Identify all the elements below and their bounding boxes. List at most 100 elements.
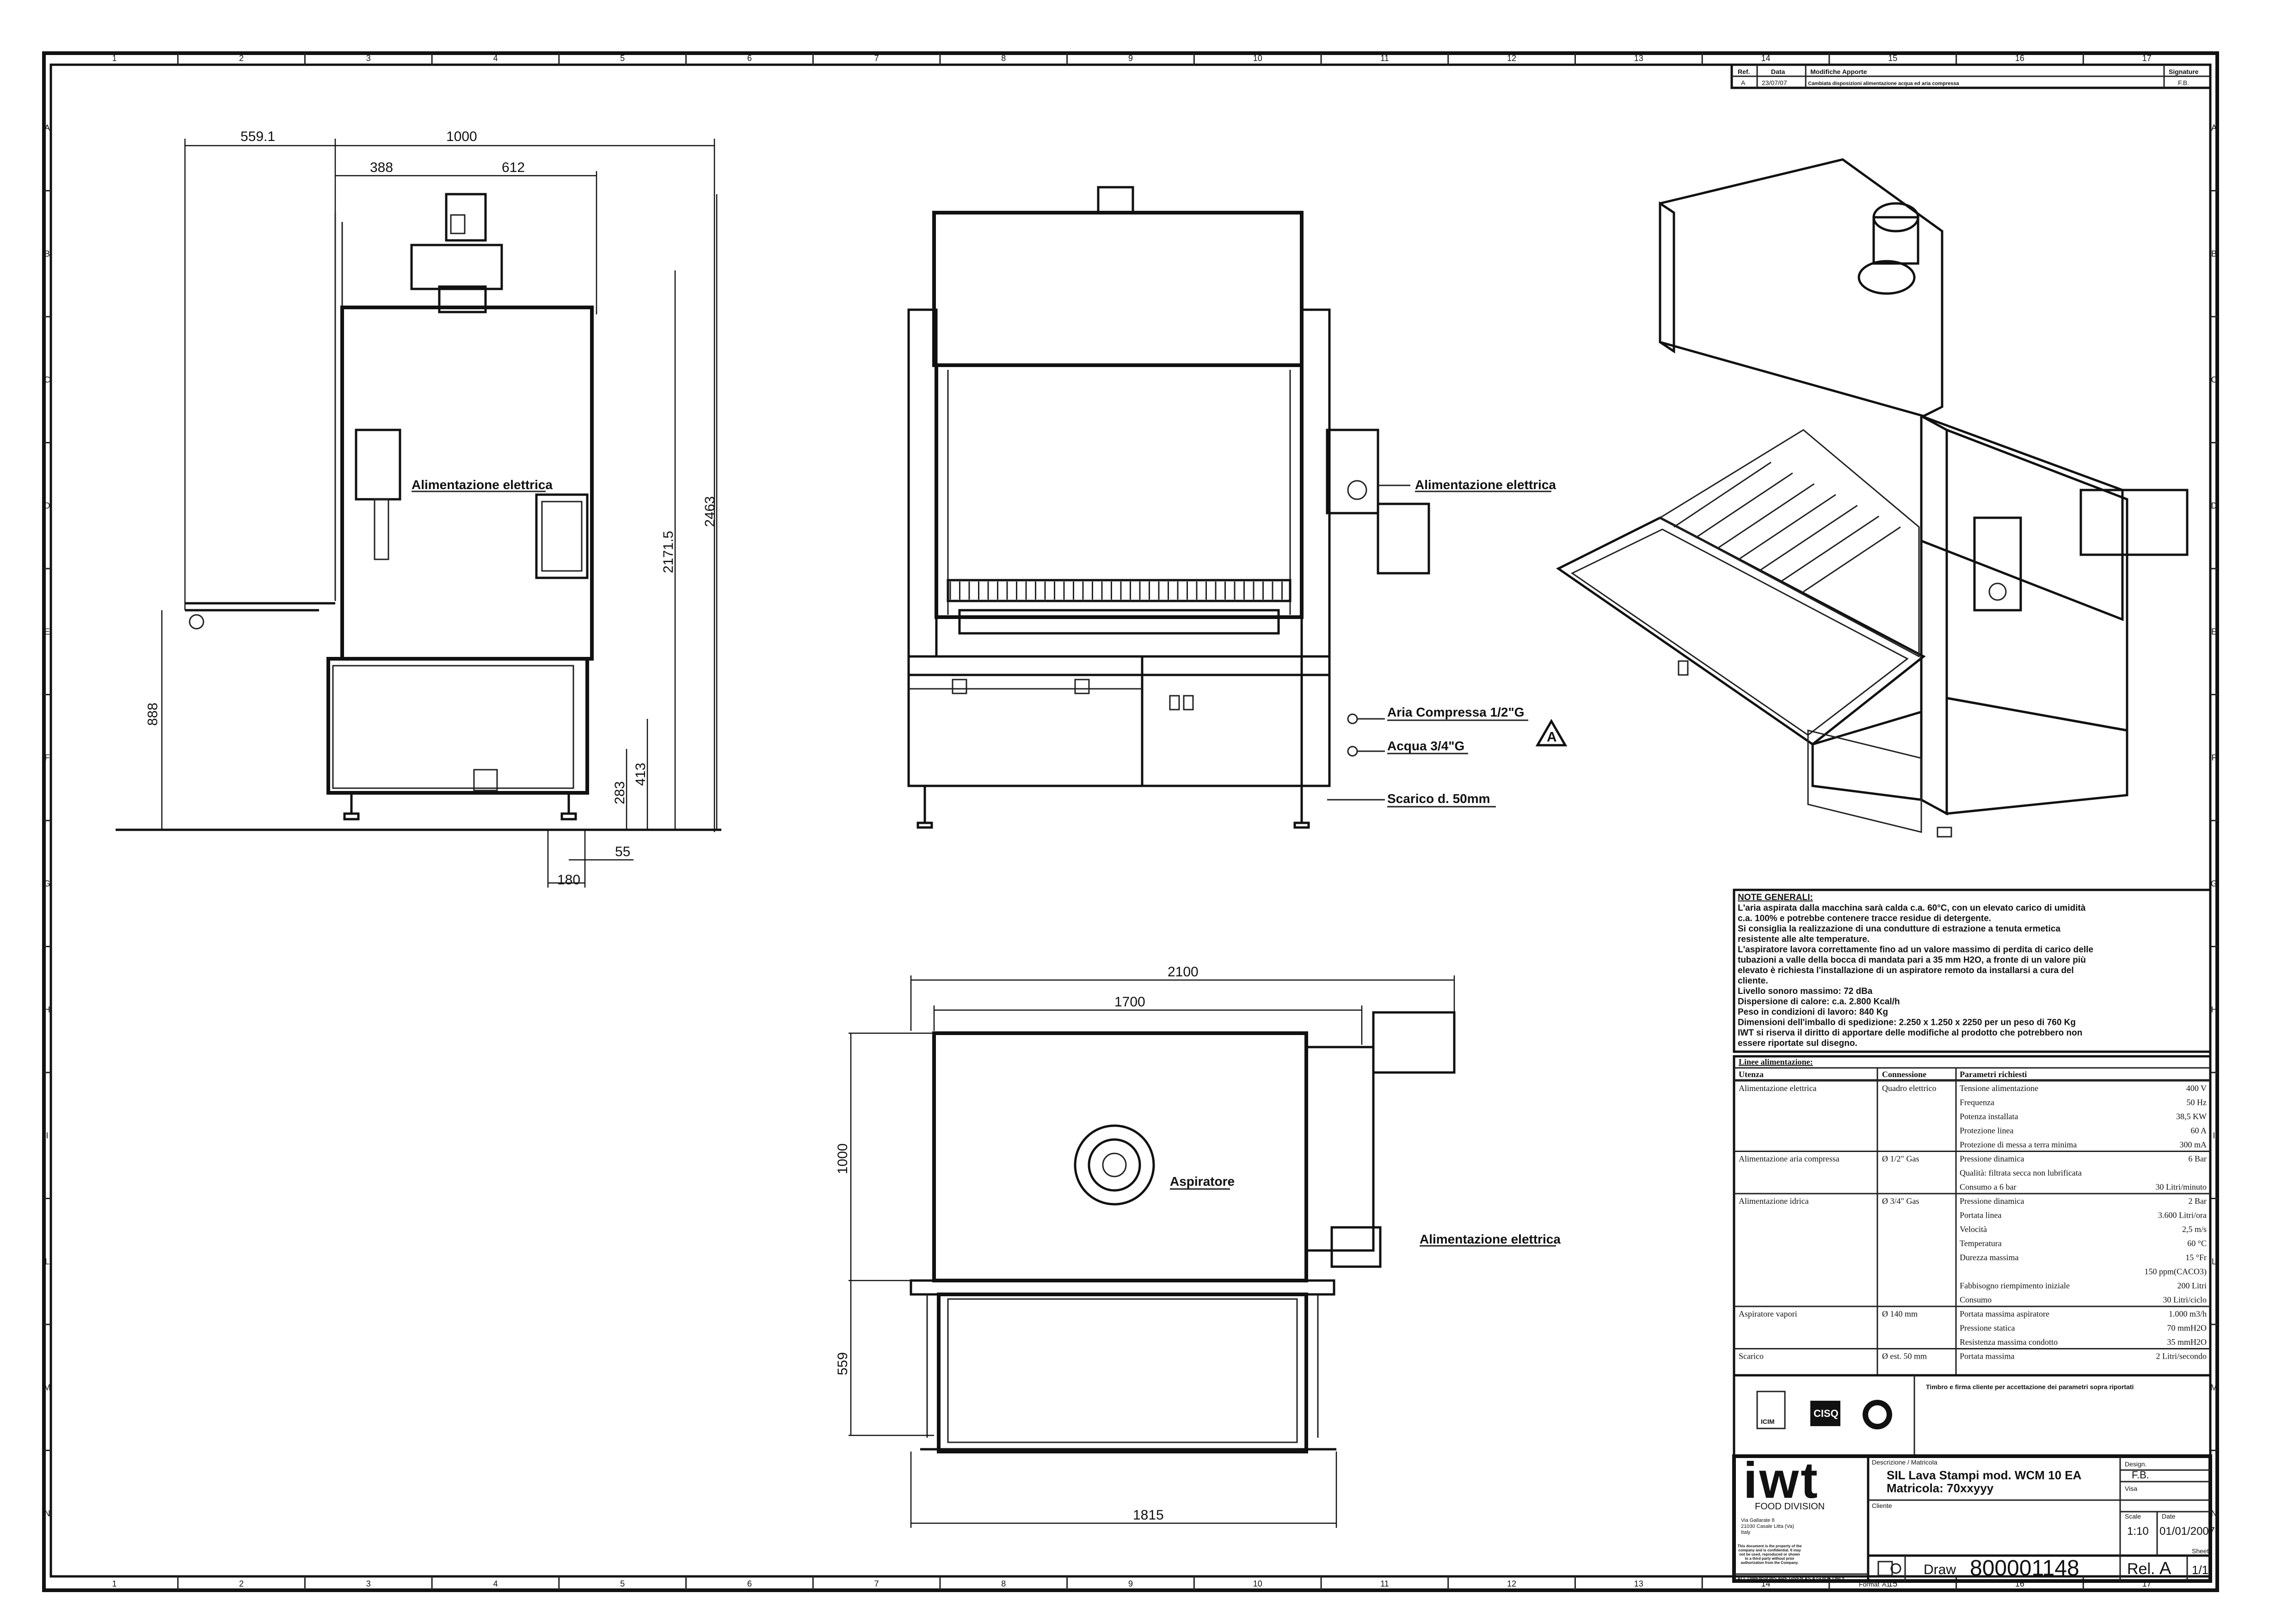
- top-dim-1700: 1700: [1114, 994, 1145, 1010]
- notes-line: L'aspiratore lavora correttamente fino a…: [1738, 945, 2093, 955]
- date-label: Date: [2162, 1513, 2176, 1520]
- utility-connection: Quadro elettrico: [1882, 1084, 1936, 1093]
- draw-label: Draw: [1924, 1562, 1956, 1577]
- desc-line-1: SIL Lava Stampi mod. WCM 10 EA: [1887, 1468, 2082, 1482]
- grid-row-label: E: [44, 627, 50, 636]
- format-value: A1: [1882, 1581, 1890, 1588]
- utility-parameter: Consumo a 6 bar: [1960, 1183, 2016, 1192]
- utilities-header-utenza: Utenza: [1739, 1070, 1764, 1079]
- notes-line: Dispersione di calore: c.a. 2.800 Kcal/h: [1738, 997, 1900, 1007]
- utility-parameter: Protezione linea: [1960, 1126, 2013, 1135]
- top-label-fan: Aspiratore: [1170, 1174, 1235, 1189]
- utility-value: 50 Hz: [2187, 1098, 2207, 1107]
- company-division: FOOD DIVISION: [1755, 1501, 1825, 1512]
- dim-388: 388: [370, 160, 393, 175]
- grid-row-label: H: [2211, 1005, 2217, 1014]
- utility-value: 150 ppm(CACO3): [2145, 1267, 2207, 1277]
- grid-col-label: 6: [747, 54, 752, 63]
- grid-col-label: 9: [1128, 1579, 1133, 1588]
- scale-label: Scale: [2125, 1513, 2141, 1520]
- client-label: Cliente: [1872, 1502, 1892, 1509]
- cisq-logo: [1810, 1401, 1840, 1426]
- utility-connection: Ø 1/2" Gas: [1882, 1154, 1919, 1164]
- grid-row-label: M: [44, 1383, 51, 1392]
- grid-row-label: A: [2211, 123, 2217, 132]
- utility-value: 3.600 Litri/ora: [2158, 1211, 2207, 1220]
- utility-parameter: Velocità: [1960, 1225, 1987, 1234]
- notes-line: Peso in condizioni di lavoro: 840 Kg: [1738, 1007, 1888, 1017]
- grid-row-label: H: [44, 1005, 50, 1014]
- top-dim-2100: 2100: [1168, 964, 1199, 980]
- utility-parameter: Qualità: filtrata secca non lubrificata: [1960, 1168, 2082, 1177]
- grid-col-label: 11: [1380, 1579, 1389, 1588]
- rev-header-date: Data: [1771, 68, 1785, 75]
- grid-row-label: G: [44, 879, 50, 888]
- utilities-title: Linee alimentazione:: [1739, 1057, 1813, 1066]
- grid-row-label: C: [44, 375, 50, 384]
- utilities-table: Linee alimentazione: Utenza Connessione …: [1733, 1055, 2212, 1377]
- grid-col-label: 2: [239, 54, 244, 63]
- icim-logo: [1756, 1391, 1786, 1429]
- signature-note: Timbro e firma cliente per accettazione …: [1926, 1383, 2134, 1391]
- notes-line: Livello sonoro massimo: 72 dBa: [1738, 987, 1873, 996]
- desc-line-2: Matricola: 70xxyyy: [1887, 1481, 1994, 1495]
- grid-col-label: 7: [874, 54, 879, 63]
- notes-line: tubazioni a valle della bocca di mandata…: [1738, 956, 2086, 965]
- address-line-2: 21030 Casale Litta (Va): [1741, 1524, 1794, 1529]
- utility-value: 1.000 m3/h: [2169, 1309, 2207, 1318]
- utility-parameter: Consumo: [1960, 1295, 1992, 1305]
- rev-description: Cambiata disposizioni alimentazione acqu…: [1808, 81, 1959, 86]
- grid-row-label: I: [46, 1131, 48, 1140]
- utility-parameter: Pressione statica: [1960, 1324, 2015, 1333]
- dim-888: 888: [145, 703, 160, 726]
- company-logo: iwt: [1743, 1452, 1820, 1509]
- front-label-power: Alimentazione elettrica: [1415, 478, 1556, 492]
- dim-612: 612: [502, 160, 525, 175]
- utility-value: 60 °C: [2187, 1239, 2207, 1248]
- isometric-view: [1556, 158, 2189, 838]
- grid-col-label: 7: [874, 1579, 879, 1588]
- notes-line: Dimensioni dell'imballo di spedizione: 2…: [1738, 1018, 2076, 1028]
- grid-col-label: 12: [1507, 1579, 1516, 1588]
- utility-value: 35 mmH2O: [2167, 1337, 2207, 1347]
- grid-col-label: 11: [1380, 54, 1389, 63]
- rev-ref: A: [1741, 79, 1746, 86]
- utility-parameter: Pressione dinamica: [1960, 1196, 2024, 1206]
- dim-1000: 1000: [446, 129, 477, 144]
- utility-connection: Ø 140 mm: [1882, 1309, 1918, 1318]
- dim-55: 55: [615, 844, 630, 859]
- utility-value: 200 Litri: [2177, 1281, 2207, 1290]
- grid-col-label: 10: [1253, 1579, 1262, 1588]
- utility-parameter: Temperatura: [1960, 1239, 2002, 1248]
- desc-label: Descrizione / Matricola: [1872, 1459, 1937, 1466]
- grid-row-label: D: [2211, 501, 2217, 510]
- dimensions-note: ALL DIMENSIONS ARE GIVEN AS A GUIDE ONLY: [1737, 1576, 1845, 1581]
- utility-parameter: Portata massima: [1960, 1352, 2014, 1361]
- utility-parameter: Protezione di messa a terra minima: [1960, 1140, 2077, 1149]
- grid-col-label: 1: [112, 1579, 117, 1588]
- utility-parameter: Fabbisogno riempimento iniziale: [1960, 1281, 2070, 1290]
- grid-row-label: L: [45, 1257, 49, 1266]
- icim-logo-text: ICIM: [1761, 1418, 1775, 1425]
- side-label-power: Alimentazione elettrica: [412, 478, 553, 492]
- notes-title: NOTE GENERALI:: [1738, 893, 1813, 902]
- utility-value: 38,5 KW: [2176, 1112, 2207, 1121]
- top-dim-1815: 1815: [1133, 1508, 1164, 1523]
- utility-value: 15 °Fr: [2185, 1253, 2207, 1262]
- utility-parameter: Potenza installata: [1960, 1112, 2018, 1121]
- grid-col-label: 8: [1001, 1579, 1006, 1588]
- rel-label: Rel.: [2127, 1560, 2155, 1578]
- utility-value: 300 mA: [2180, 1140, 2207, 1149]
- grid-col-label: 3: [366, 1579, 371, 1588]
- dim-2171-5: 2171.5: [661, 531, 676, 573]
- revision-marker-letter: A: [1547, 729, 1557, 745]
- general-notes: NOTE GENERALI: L'aria aspirata dalla mac…: [1733, 889, 2212, 1053]
- notes-line: cliente.: [1738, 976, 1768, 986]
- rev-signature: F.B.: [2178, 79, 2189, 86]
- grid-col-label: 8: [1001, 54, 1006, 63]
- utility-connection: Ø 3/4" Gas: [1882, 1196, 1919, 1206]
- grid-col-label: 10: [1253, 54, 1262, 63]
- top-label-power: Alimentazione elettrica: [1420, 1232, 1561, 1246]
- grid-col-label: 9: [1128, 54, 1133, 63]
